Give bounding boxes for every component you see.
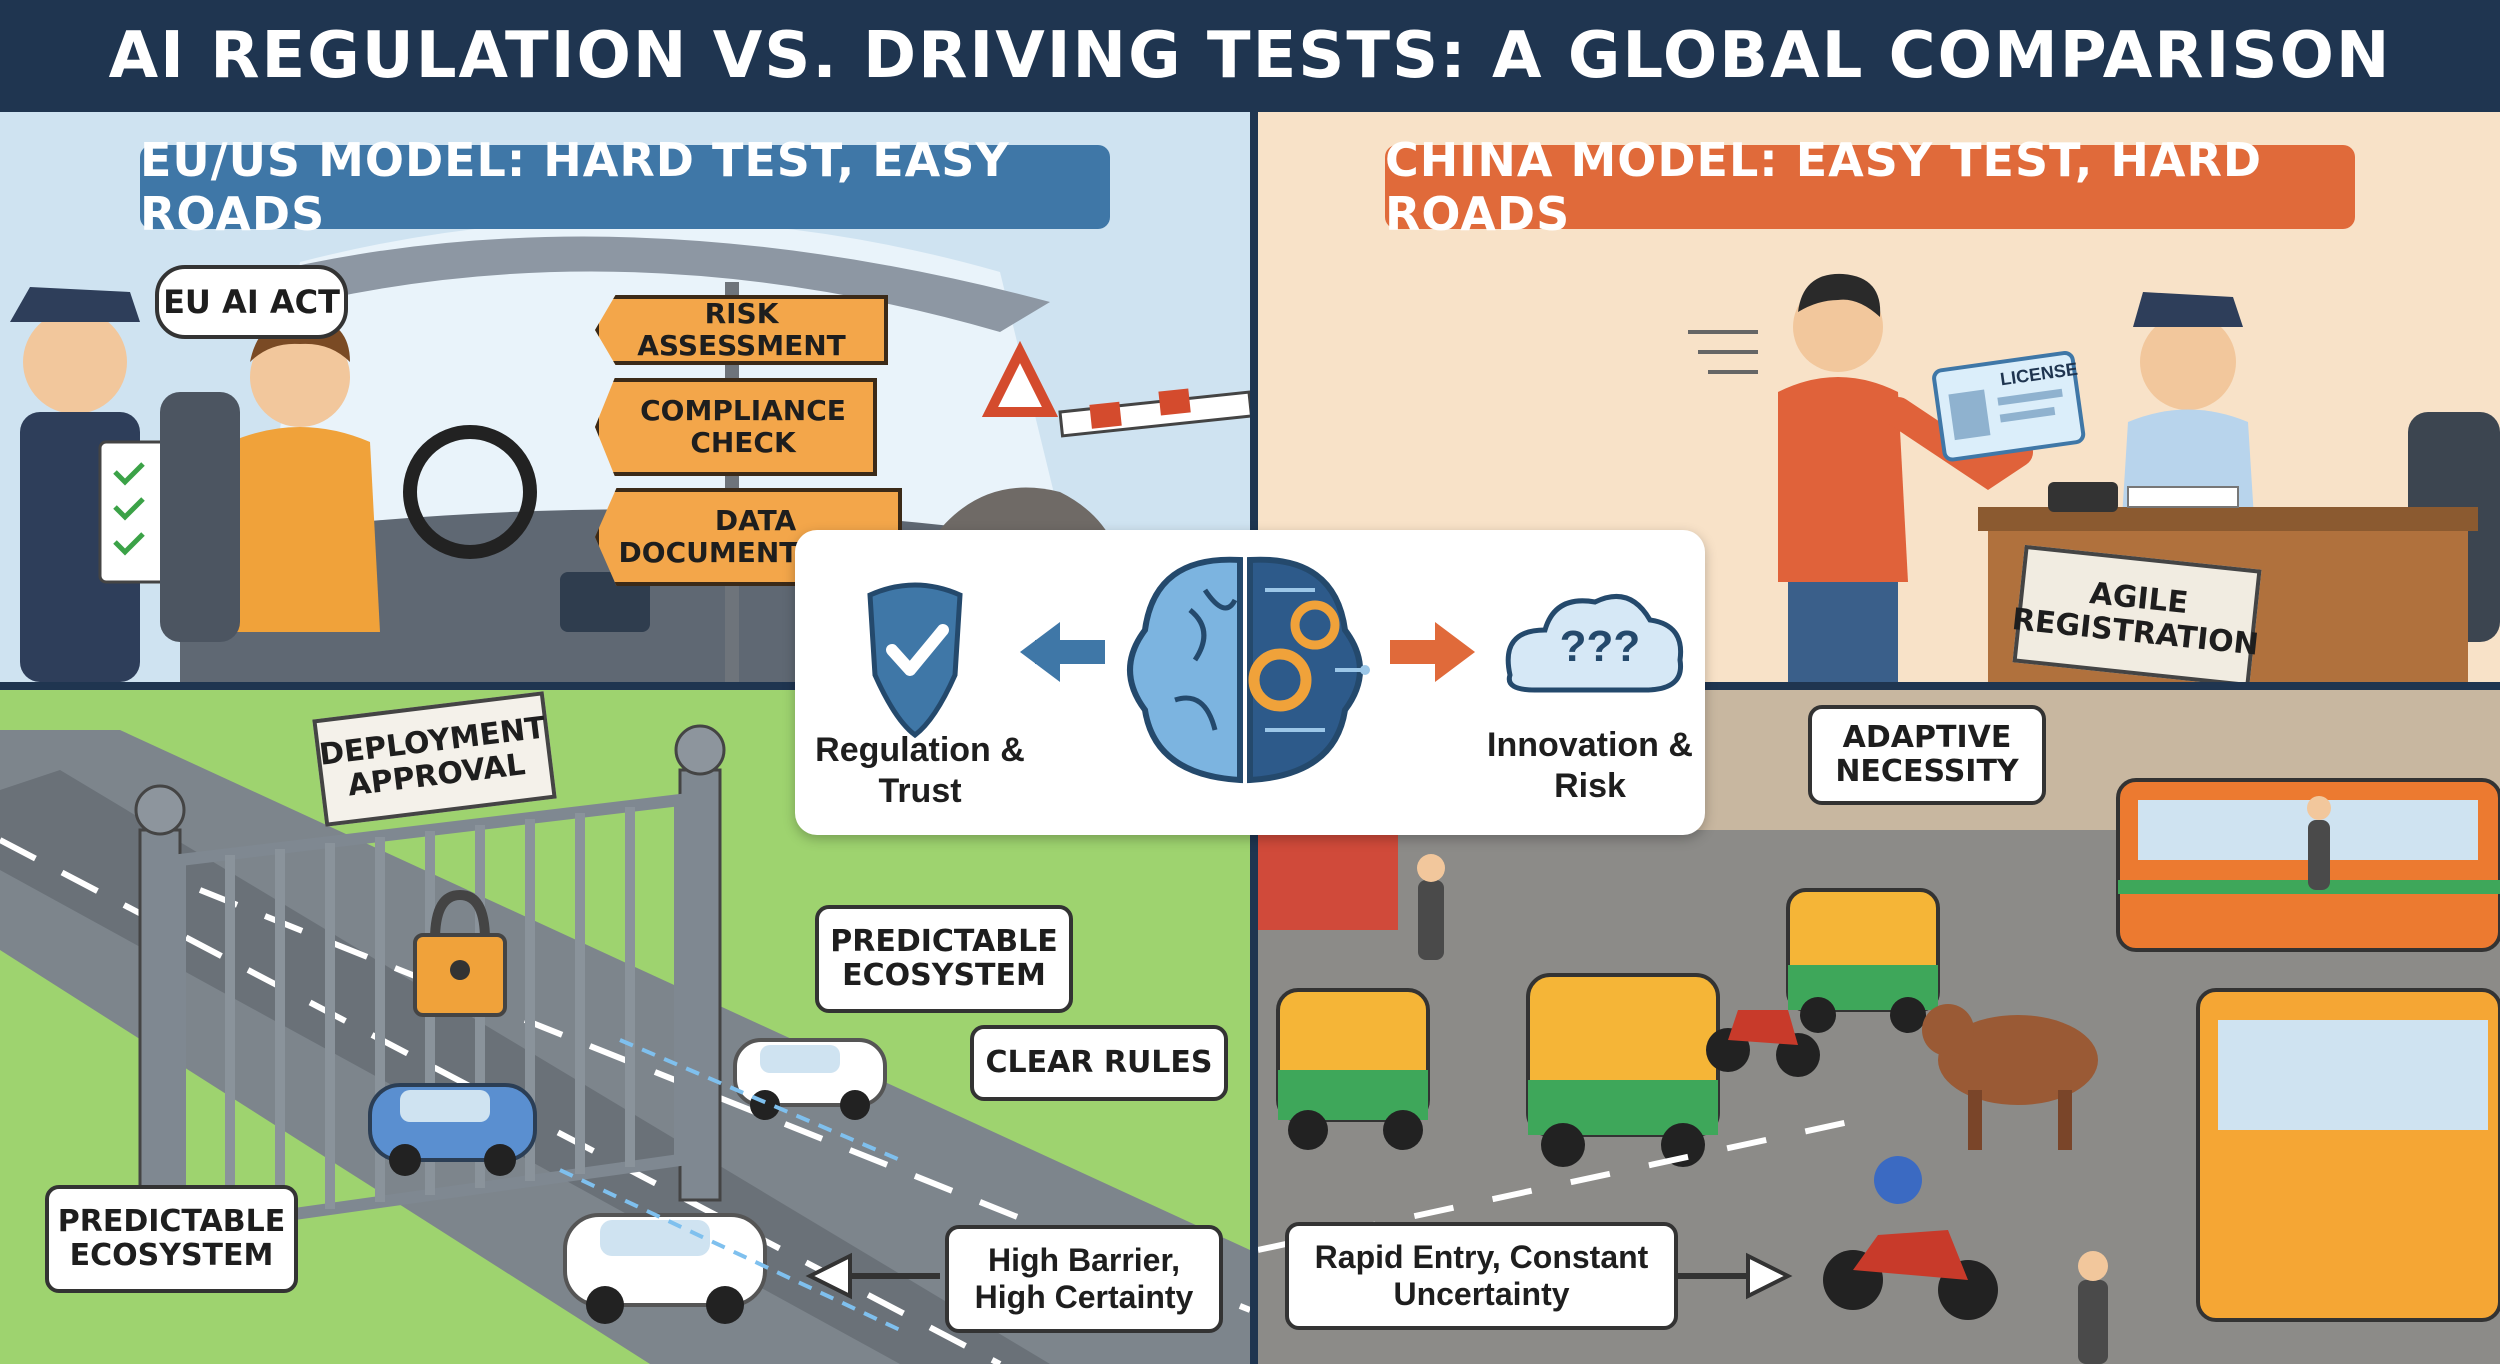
- china-model-header: CHINA MODEL: EASY TEST, HARD ROADS: [1385, 133, 2355, 241]
- center-graphics: [867, 556, 1684, 784]
- clear-rules-callout: CLEAR RULES: [970, 1025, 1228, 1101]
- center-comparison-panel: ??? Regulation & Trust Innovation & Risk: [795, 530, 1705, 835]
- high-barrier-label: High Barrier, High Certainty: [945, 1225, 1223, 1333]
- title-banner: AI REGULATION VS. DRIVING TESTS: A GLOBA…: [0, 0, 2500, 112]
- regulation-trust-label: Regulation & Trust: [815, 731, 1025, 810]
- predictable-ecosystem-callout-lower: PREDICTABLE ECOSYSTEM: [45, 1185, 298, 1293]
- cloud-question-marks: ???: [1559, 622, 1641, 671]
- eu-ai-act-speech-bubble: EU AI ACT: [155, 265, 348, 339]
- compliance-check-sign: COMPLIANCE CHECK: [595, 378, 877, 476]
- agile-registration-label: AGILE REGISTRATION: [2010, 544, 2262, 682]
- risk-assessment-sign: RISK ASSESSMENT: [595, 295, 888, 365]
- adaptive-necessity-callout: ADAPTIVE NECESSITY: [1808, 705, 2046, 805]
- innovation-risk-label: Innovation & Risk: [1487, 726, 1693, 805]
- page-title: AI REGULATION VS. DRIVING TESTS: A GLOBA…: [108, 19, 2392, 93]
- left-arrow-icon: [1020, 622, 1105, 682]
- right-arrow-icon: [1390, 622, 1475, 682]
- predictable-ecosystem-callout: PREDICTABLE ECOSYSTEM: [815, 905, 1073, 1013]
- rapid-entry-label: Rapid Entry, Constant Uncertainty: [1285, 1222, 1678, 1330]
- eu-us-model-header: EU/US MODEL: HARD TEST, EASY ROADS: [140, 133, 1110, 241]
- shield-check-icon: [867, 582, 963, 739]
- cloud-question-icon: [1505, 593, 1684, 693]
- brain-icon: [1127, 556, 1370, 784]
